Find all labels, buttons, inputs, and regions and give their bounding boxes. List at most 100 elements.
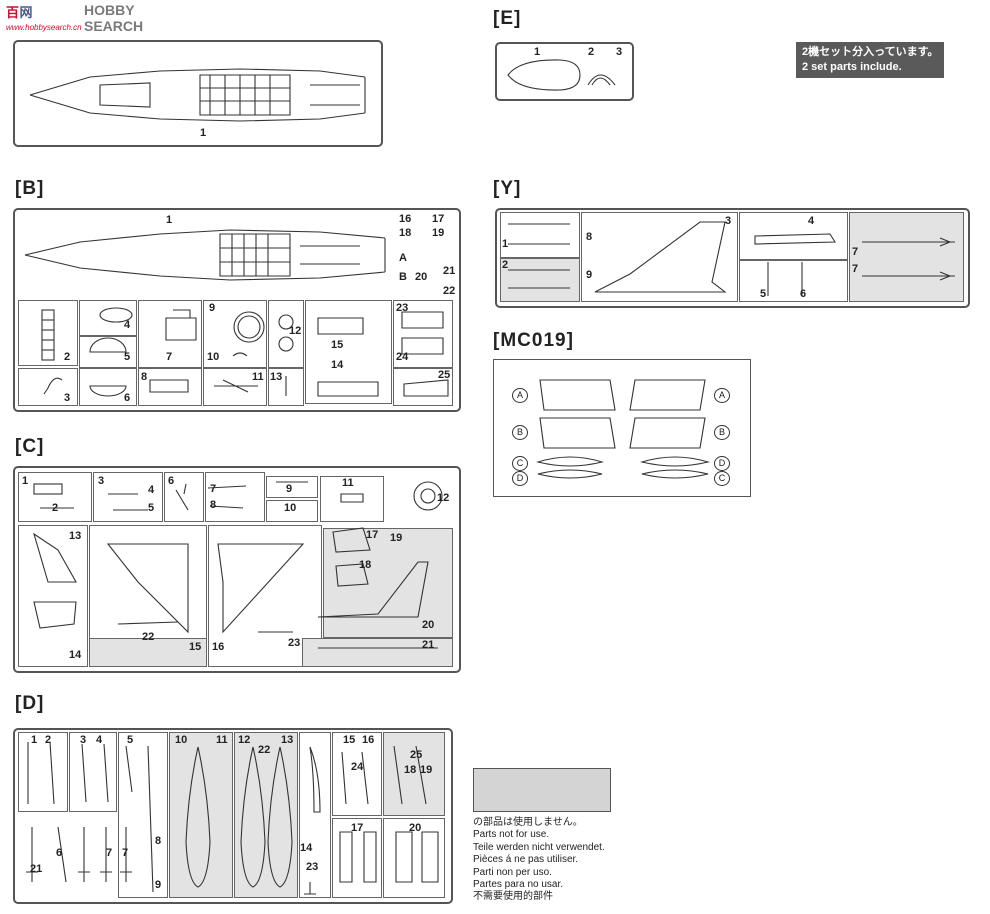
sprue-y-cell-unused	[500, 258, 580, 302]
sprue-b-part-8: 8	[141, 371, 148, 383]
decal-mc019-patterns	[535, 379, 711, 479]
sprue-e-part-3: 3	[616, 46, 623, 58]
sprue-c-part-1: 1	[22, 475, 29, 487]
sprue-d-part-11: 11	[216, 734, 228, 746]
sprue-d-part-14: 14	[300, 842, 313, 854]
sprue-b-part-20: 20	[415, 271, 428, 283]
sprue-b-cell	[393, 368, 453, 406]
sprue-e-part-1: 1	[534, 46, 541, 58]
sprue-d-part-4: 4	[96, 734, 103, 746]
sprue-b-part-15: 15	[331, 339, 344, 351]
sprue-b-part-3: 3	[64, 392, 71, 404]
sprue-d-part-13: 13	[281, 734, 294, 746]
sprue-b-part-23: 23	[396, 302, 409, 314]
sprue-d-cell	[332, 732, 382, 816]
sprue-d-part-1: 1	[31, 734, 38, 746]
sprue-y-part-4: 4	[808, 215, 815, 227]
sprue-c-cell-unused	[89, 638, 207, 667]
decal-letter-left-d: D	[512, 471, 528, 486]
sprue-y-part-3: 3	[725, 215, 732, 227]
sprue-y-part-5: 5	[760, 288, 767, 300]
sprue-b-part-19: 19	[432, 227, 445, 239]
sprue-c-part-19: 19	[390, 532, 403, 544]
sprue-b-part-14: 14	[331, 359, 344, 371]
sprue-b-letter-b: B	[399, 271, 407, 283]
sprue-d-part-17: 17	[351, 822, 364, 834]
sprue-b-part-16: 16	[399, 213, 412, 225]
sprue-c-cell	[93, 472, 163, 522]
sprue-d-cell	[299, 732, 331, 898]
sprue-b-cell	[79, 300, 137, 336]
sprue-b-part-24: 24	[396, 351, 409, 363]
sprue-y-part-7a: 7	[852, 246, 859, 258]
sprue-c-part-3: 3	[98, 475, 105, 487]
sprue-d-part-6: 6	[56, 847, 63, 859]
sprue-y-label: [Y]	[493, 178, 522, 199]
sprue-b-part-21: 21	[443, 265, 456, 277]
sprue-b-part-2: 2	[64, 351, 71, 363]
sprue-d-part-9: 9	[155, 879, 162, 891]
sprue-a-fuselage-part	[29, 68, 366, 122]
sprue-d-part-7b: 7	[122, 847, 129, 859]
sprue-y-part-2: 2	[502, 259, 509, 271]
sprue-b-part-1: 1	[166, 214, 173, 226]
sprue-b-part-5: 5	[124, 351, 131, 363]
sprue-b-part-11: 11	[252, 371, 264, 383]
decal-letter-right-d: D	[714, 456, 730, 471]
sprue-c-part-18: 18	[359, 559, 372, 571]
sprue-e-part-2: 2	[588, 46, 595, 58]
sprue-d-part-10: 10	[175, 734, 188, 746]
sprue-d-cell	[18, 732, 68, 812]
sprue-d-part-2: 2	[45, 734, 52, 746]
sprue-c-cell	[320, 476, 384, 522]
sprue-d-part-12: 12	[238, 734, 251, 746]
sprue-c-part-13: 13	[69, 530, 82, 542]
sprue-c-part-11: 11	[342, 477, 354, 489]
sprue-c-part-23: 23	[288, 637, 301, 649]
sprue-b-label: [B]	[15, 178, 45, 199]
sprue-d-part-19: 19	[420, 764, 433, 776]
unused-parts-swatch	[473, 768, 611, 812]
sprue-b-part-18: 18	[399, 227, 412, 239]
sprue-y-part-7b: 7	[852, 263, 859, 275]
sprue-b-cell	[203, 368, 267, 406]
sprue-d-label: [D]	[15, 693, 45, 714]
sprue-c-part-9: 9	[286, 483, 293, 495]
sprue-c-part-17: 17	[366, 529, 379, 541]
sprue-c-parts	[33, 481, 443, 649]
decal-mc019-label: [MC019]	[493, 330, 574, 351]
sprue-d-part-5: 5	[127, 734, 134, 746]
sprue-b-part-13: 13	[270, 371, 283, 383]
sprue-b-part-17: 17	[432, 213, 445, 225]
sprue-d-cell-unused	[383, 732, 445, 816]
sprue-c-part-2: 2	[52, 502, 59, 514]
sprue-b-cell	[268, 300, 304, 368]
sprue-d-part-21: 21	[30, 863, 43, 875]
sprue-y-cell	[739, 260, 848, 302]
sprue-c-part-21: 21	[422, 639, 435, 651]
sprue-d-part-8: 8	[155, 835, 162, 847]
unused-parts-legend: の部品は使用しません。 Parts not for use. Teile wer…	[473, 817, 605, 903]
sprue-b-part-7: 7	[166, 351, 173, 363]
decal-letter-left-b: B	[512, 425, 528, 440]
sprue-b-part-9: 9	[209, 302, 216, 314]
two-set-note: 2機セット分入っています。 2 set parts include.	[796, 42, 945, 78]
sprue-c-part-7: 7	[210, 483, 217, 495]
sprue-c-cell	[18, 472, 92, 522]
sprue-b-cell	[18, 300, 78, 366]
sprue-d-part-24: 24	[351, 761, 364, 773]
sprue-c-part-20: 20	[422, 619, 435, 631]
sprue-c-cell	[18, 525, 88, 667]
sprue-b-cell	[393, 300, 453, 368]
sprue-c-part-6: 6	[168, 475, 175, 487]
sprue-c-part-22: 22	[142, 631, 155, 643]
sprue-c-cell	[164, 472, 204, 522]
sprue-e-canopy-part	[507, 59, 616, 91]
sprue-b-part-22: 22	[443, 285, 456, 297]
sprue-b-part-12: 12	[289, 325, 302, 337]
sprue-b-small-parts	[41, 307, 449, 397]
sprue-e-frame	[495, 42, 634, 101]
sprue-c-part-14: 14	[69, 649, 82, 661]
sprue-b-part-6: 6	[124, 392, 131, 404]
sprue-b-part-25: 25	[438, 369, 451, 381]
